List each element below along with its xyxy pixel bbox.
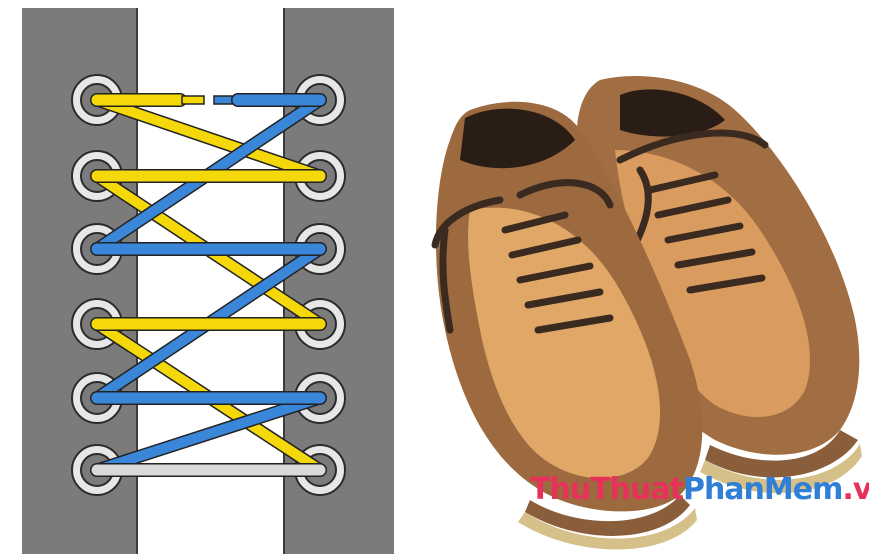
watermark-part1: ThuThuat (530, 472, 683, 507)
watermark-part3: .vn (842, 472, 869, 507)
watermark-part2: PhanMem (683, 472, 842, 507)
watermark: ThuThuatPhanMem.vn (530, 472, 869, 507)
